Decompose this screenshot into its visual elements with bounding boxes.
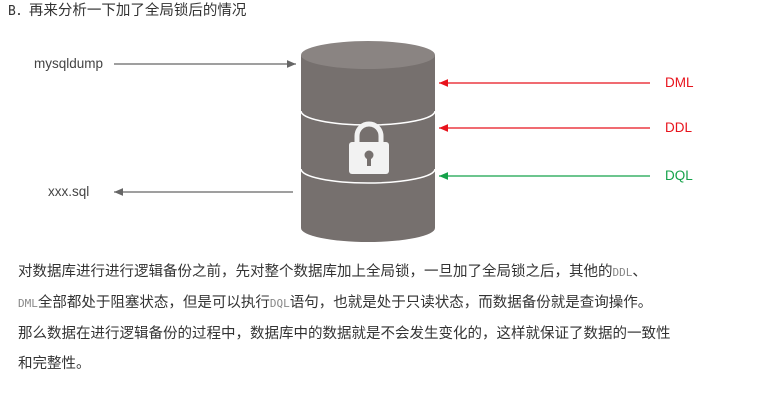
line1-punct: 、	[632, 264, 647, 280]
database-cylinder	[300, 41, 436, 242]
paragraph-line-1: 对数据库进行进行逻辑备份之前，先对整个数据库加上全局锁，一旦加了全局锁之后，其他…	[18, 257, 758, 288]
lock-icon	[349, 121, 389, 174]
line2-text-a: 全部都处于阻塞状态，但是可以执行	[37, 295, 270, 311]
section-title: 再来分析一下加了全局锁后的情况	[28, 3, 247, 19]
global-lock-diagram	[114, 41, 650, 242]
dql-label: DQL	[665, 168, 693, 183]
mysqldump-label: mysqldump	[34, 56, 104, 71]
ddl-label: DDL	[665, 120, 693, 135]
explanation-paragraph: 对数据库进行进行逻辑备份之前，先对整个数据库加上全局锁，一旦加了全局锁之后，其他…	[18, 257, 758, 379]
line1-text: 对数据库进行进行逻辑备份之前，先对整个数据库加上全局锁，一旦加了全局锁之后，其他…	[18, 264, 613, 280]
line2-text-b: 语句，也就是处于只读状态，而数据备份就是查询操作。	[289, 295, 653, 311]
dql-code: DQL	[269, 297, 290, 310]
dml-code: DML	[18, 297, 38, 310]
paragraph-line-4: 和完整性。	[18, 356, 91, 372]
xxx-sql-label: xxx.sql	[48, 184, 90, 199]
paragraph-line-2: DML全部都处于阻塞状态，但是可以执行DQL语句，也就是处于只读状态，而数据备份…	[18, 288, 758, 319]
dml-label: DML	[665, 75, 694, 90]
section-prefix: B．	[8, 4, 29, 19]
paragraph-line-3: 那么数据在进行逻辑备份的过程中，数据库中的数据就是不会发生变化的，这样就保证了数…	[18, 326, 671, 342]
ddl-code: DDL	[612, 266, 633, 279]
section-heading: B．再来分析一下加了全局锁后的情况	[8, 0, 246, 23]
